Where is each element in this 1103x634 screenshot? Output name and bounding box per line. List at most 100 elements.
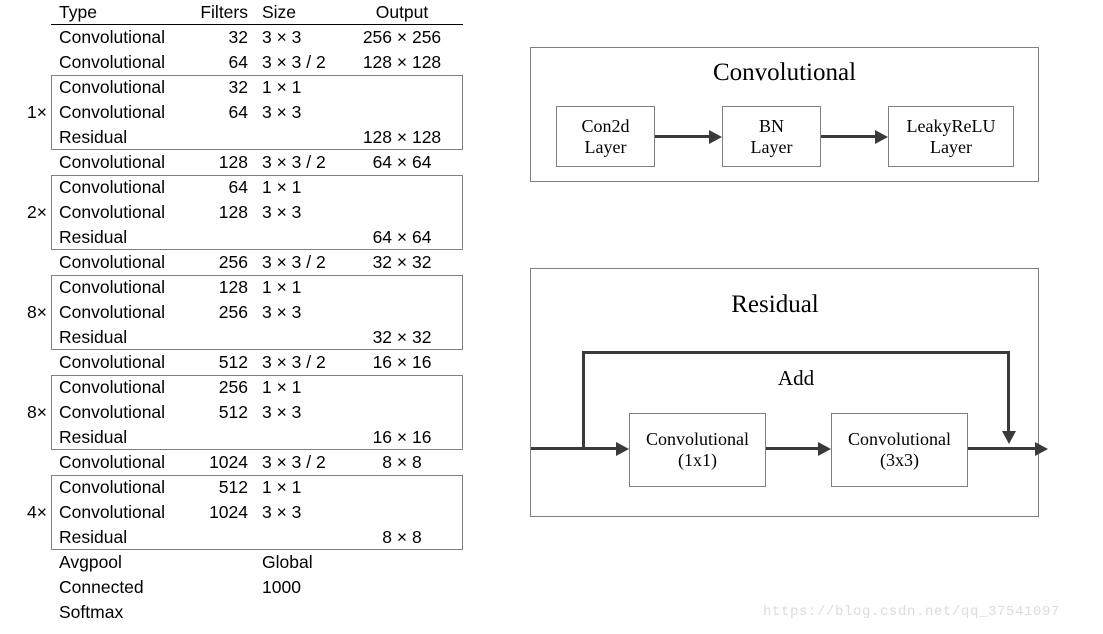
cell-size: 1000 xyxy=(262,577,301,597)
arrow-con2d-to-bn-head xyxy=(709,129,722,144)
column-header-filters: Filters xyxy=(200,2,248,22)
table-row: Softmax xyxy=(0,600,480,625)
cell-size: 1 × 1 xyxy=(262,377,302,397)
cell-filters: 256 xyxy=(218,302,248,322)
con2d-layer-line2: Layer xyxy=(584,136,627,157)
cell-output: 128 × 128 xyxy=(362,127,442,147)
con2d-layer-line1: Con2d xyxy=(581,115,630,136)
cell-size: 3 × 3 / 2 xyxy=(262,452,326,472)
cell-type: Convolutional xyxy=(59,152,166,172)
leakyrelu-layer-line2: Layer xyxy=(930,136,972,157)
cell-output: 64 × 64 xyxy=(372,227,432,247)
cell-output: 8 × 8 xyxy=(382,452,422,472)
arrow-conv1x1-to-conv3x3-head xyxy=(818,441,831,456)
residual-input-arrow-head xyxy=(616,441,629,456)
cell-type: Convolutional xyxy=(59,177,166,197)
residual-input-line xyxy=(531,447,616,450)
table-row: Residual 16 × 16 xyxy=(0,425,480,450)
cell-output: 16 × 16 xyxy=(372,352,432,372)
cell-output: 128 × 128 xyxy=(362,52,442,72)
cell-filters: 1024 xyxy=(209,502,248,522)
leakyrelu-layer-line1: LeakyReLU xyxy=(906,115,996,136)
cell-filters: 128 xyxy=(218,152,248,172)
repeat-count-label: 2× xyxy=(27,202,47,222)
header-rule xyxy=(51,24,463,25)
cell-filters: 32 xyxy=(228,27,248,47)
add-label: Add xyxy=(777,366,815,390)
cell-output: 8 × 8 xyxy=(382,527,422,547)
residual-output-line xyxy=(968,447,1035,450)
repeat-count-label: 4× xyxy=(27,502,47,522)
table-row: Convolutional 512 3 × 3 / 2 16 × 16 xyxy=(0,350,480,375)
skip-connection-top-span xyxy=(582,351,1010,354)
csdn-watermark: https://blog.csdn.net/qq_37541097 xyxy=(763,604,1061,620)
cell-type: Residual xyxy=(59,327,128,347)
cell-type: Convolutional xyxy=(59,252,166,272)
residual-conv-3x3-line1: Convolutional xyxy=(848,429,951,449)
cell-type: Convolutional xyxy=(59,202,166,222)
arrow-con2d-to-bn-line xyxy=(655,135,709,138)
cell-filters: 32 xyxy=(228,77,248,97)
cell-size: 1 × 1 xyxy=(262,477,302,497)
cell-type: Convolutional xyxy=(59,77,166,97)
cell-size: 3 × 3 xyxy=(262,102,302,122)
cell-type: Convolutional xyxy=(59,452,166,472)
cell-type: Convolutional xyxy=(59,277,166,297)
table-row: Residual 64 × 64 xyxy=(0,225,480,250)
cell-type: Softmax xyxy=(59,602,124,622)
column-header-output: Output xyxy=(375,2,429,22)
cell-filters: 1024 xyxy=(209,452,248,472)
cell-size: 1 × 1 xyxy=(262,77,302,97)
residual-output-arrow-head xyxy=(1035,441,1048,456)
cell-output: 32 × 32 xyxy=(372,327,432,347)
table-row: Connected 1000 xyxy=(0,575,480,600)
cell-size: 3 × 3 xyxy=(262,27,302,47)
cell-size: 3 × 3 / 2 xyxy=(262,352,326,372)
residual-conv-1x1-line2: (1x1) xyxy=(678,450,717,470)
cell-type: Convolutional xyxy=(59,502,166,522)
cell-filters: 256 xyxy=(218,377,248,397)
table-row: Convolutional 256 3 × 3 xyxy=(0,300,480,325)
cell-type: Convolutional xyxy=(59,102,166,122)
cell-filters: 512 xyxy=(218,402,248,422)
cell-output: 16 × 16 xyxy=(372,427,432,447)
cell-filters: 128 xyxy=(218,277,248,297)
residual-conv-1x1-node: Convolutional (1x1) xyxy=(629,413,766,487)
cell-type: Convolutional xyxy=(59,27,166,47)
skip-connection-right-descender xyxy=(1007,351,1010,431)
table-row: Convolutional 32 1 × 1 xyxy=(0,75,480,100)
cell-filters: 512 xyxy=(218,352,248,372)
cell-type: Connected xyxy=(59,577,144,597)
leakyrelu-layer-node: LeakyReLU Layer xyxy=(888,106,1014,167)
bn-layer-node: BN Layer xyxy=(722,106,821,167)
arrow-bn-to-leakyrelu-line xyxy=(821,135,875,138)
cell-type: Avgpool xyxy=(59,552,122,572)
column-header-type: Type xyxy=(59,2,97,22)
cell-output: 256 × 256 xyxy=(362,27,442,47)
cell-type: Residual xyxy=(59,427,128,447)
architecture-table: Type Filters Size Output Convolutional 32… xyxy=(0,0,480,634)
cell-type: Residual xyxy=(59,127,128,147)
table-row: Residual 128 × 128 xyxy=(0,125,480,150)
arrow-bn-to-leakyrelu-head xyxy=(875,129,888,144)
cell-type: Convolutional xyxy=(59,302,166,322)
cell-size: 3 × 3 / 2 xyxy=(262,252,326,272)
cell-size: 3 × 3 xyxy=(262,302,302,322)
cell-filters: 512 xyxy=(218,477,248,497)
cell-type: Convolutional xyxy=(59,352,166,372)
bn-layer-line2: Layer xyxy=(750,136,793,157)
repeat-count-label: 8× xyxy=(27,302,47,322)
table-row: Convolutional 32 3 × 3 256 × 256 xyxy=(0,25,480,50)
cell-type: Residual xyxy=(59,227,128,247)
table-row: Residual 32 × 32 xyxy=(0,325,480,350)
residual-conv-3x3-line2: (3x3) xyxy=(880,450,919,470)
residual-conv-3x3-node: Convolutional (3x3) xyxy=(831,413,968,487)
column-header-size: Size xyxy=(262,2,297,22)
